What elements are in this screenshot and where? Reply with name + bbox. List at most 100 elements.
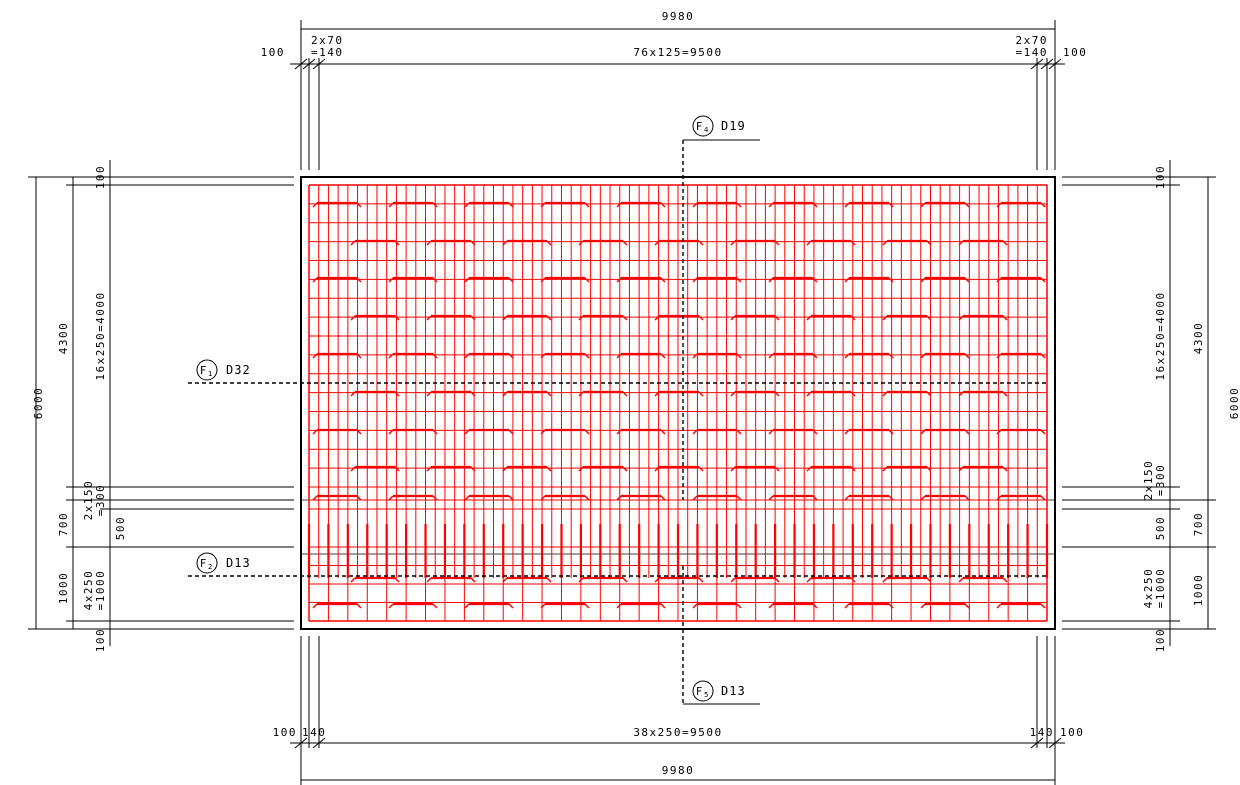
rebar-hook-end bbox=[584, 277, 590, 283]
dim-bottom-left-140: 140 bbox=[302, 726, 326, 739]
rebar-hook-end bbox=[806, 240, 812, 246]
rebar-hook-end bbox=[844, 353, 850, 359]
rebar-hook-end bbox=[426, 466, 432, 472]
rebar-hook-end bbox=[1040, 603, 1046, 609]
rebar-hook-end bbox=[730, 466, 736, 472]
rebar-hook-end bbox=[882, 391, 888, 397]
rebar-hook-end bbox=[736, 202, 742, 208]
rebar-hook-end bbox=[692, 495, 698, 501]
rebar-hook-end bbox=[888, 353, 894, 359]
svg-text:D32: D32 bbox=[226, 363, 251, 377]
rebar-hook-end bbox=[736, 495, 742, 501]
rebar-hook-end bbox=[958, 240, 964, 246]
rebar-hook-end bbox=[768, 277, 774, 283]
rebar-hook-end bbox=[546, 315, 552, 321]
rebar-hook-end bbox=[350, 391, 356, 397]
rebar-hook-end bbox=[312, 603, 318, 609]
rebar-hook-end bbox=[768, 202, 774, 208]
rebar-hook-end bbox=[996, 353, 1002, 359]
rebar-hook-end bbox=[692, 353, 698, 359]
rebar-hook-end bbox=[394, 466, 400, 472]
rebar-hook-end bbox=[660, 429, 666, 435]
rebar-hook-end bbox=[730, 577, 736, 583]
top-dimensions: 9980 100 2x70 =140 76x125=9500 2x70 =140… bbox=[261, 10, 1086, 170]
rebar-hook-end bbox=[508, 603, 514, 609]
rebar-hook-end bbox=[388, 277, 394, 283]
rebar-hook-end bbox=[540, 353, 546, 359]
rebar-hook-end bbox=[584, 429, 590, 435]
rebar-hook-end bbox=[546, 577, 552, 583]
dim-right-700: 700 bbox=[1192, 512, 1205, 536]
rebar-hook-end bbox=[730, 240, 736, 246]
rebar-hook-end bbox=[432, 277, 438, 283]
rebar-hook-end bbox=[616, 495, 622, 501]
right-dimensions: 100 16x250=4000 4300 6000 2x150 =300 500… bbox=[1062, 160, 1240, 652]
rebar-hook-end bbox=[394, 240, 400, 246]
dim-top-left-end: 100 bbox=[261, 46, 285, 59]
dim-top-overall: 9980 bbox=[662, 10, 695, 23]
svg-text:F: F bbox=[696, 120, 702, 133]
rebar-hook-end bbox=[850, 315, 856, 321]
rebar-hook-end bbox=[388, 495, 394, 501]
rebar-hook-end bbox=[356, 277, 362, 283]
rebar-hook-end bbox=[350, 577, 356, 583]
rebar-hook-end bbox=[660, 277, 666, 283]
rebar-hook-end bbox=[312, 353, 318, 359]
rebar-hook-end bbox=[812, 603, 818, 609]
rebar-hook-end bbox=[692, 603, 698, 609]
rebar-hook-end bbox=[394, 391, 400, 397]
rebar-hook-end bbox=[730, 391, 736, 397]
dim-left-4x250-a: 4x250 bbox=[82, 570, 95, 611]
rebar-hook-end bbox=[578, 577, 584, 583]
dim-left-16x250: 16x250=4000 bbox=[94, 291, 107, 380]
rebar-hook-end bbox=[426, 577, 432, 583]
rebar-hook-end bbox=[920, 202, 926, 208]
rebar-hook-end bbox=[812, 429, 818, 435]
rebar-hook-end bbox=[432, 353, 438, 359]
rebar-hook-end bbox=[806, 315, 812, 321]
rebar-hook-end bbox=[844, 603, 850, 609]
rebar-hook-end bbox=[578, 315, 584, 321]
rebar-hook-end bbox=[996, 603, 1002, 609]
rebar-hook-end bbox=[388, 603, 394, 609]
svg-text:D13: D13 bbox=[226, 556, 251, 570]
rebar-hook-end bbox=[546, 240, 552, 246]
rebar-hook-end bbox=[882, 466, 888, 472]
dim-right-top-100: 100 bbox=[1154, 165, 1167, 189]
rebar-hook-end bbox=[508, 429, 514, 435]
svg-text:2: 2 bbox=[208, 563, 212, 571]
rebar-hook-end bbox=[888, 202, 894, 208]
svg-text:D19: D19 bbox=[721, 119, 746, 133]
rebar-hook-end bbox=[508, 495, 514, 501]
rebar-hook-end bbox=[1040, 429, 1046, 435]
rebar-hook-end bbox=[964, 429, 970, 435]
rebar-hook-end bbox=[698, 466, 704, 472]
rebar-hook-end bbox=[1040, 353, 1046, 359]
rebar-hook-end bbox=[356, 202, 362, 208]
rebar-hook-end bbox=[502, 391, 508, 397]
dim-left-700: 700 bbox=[57, 512, 70, 536]
dim-left-1000: 1000 bbox=[57, 572, 70, 605]
dim-left-2x150-b: =300 bbox=[94, 484, 107, 517]
rebar-hook-end bbox=[356, 495, 362, 501]
dim-right-bottom-100: 100 bbox=[1154, 628, 1167, 652]
rebar-hook-end bbox=[388, 429, 394, 435]
dim-top-left-pair-a: 2x70 bbox=[311, 34, 344, 47]
rebar-hook-end bbox=[996, 277, 1002, 283]
dim-top-right-pair-b: =140 bbox=[1016, 46, 1049, 59]
slab-outline bbox=[300, 176, 1056, 630]
rebar-hook-end bbox=[508, 353, 514, 359]
rebar-hook-end bbox=[850, 577, 856, 583]
rebar-hook-end bbox=[806, 391, 812, 397]
rebar-hook-end bbox=[964, 353, 970, 359]
rebar-hook-end bbox=[698, 240, 704, 246]
rebar-hook-end bbox=[768, 353, 774, 359]
rebar-hook-end bbox=[844, 495, 850, 501]
rebar-hook-end bbox=[926, 391, 932, 397]
rebar-hook-end bbox=[958, 466, 964, 472]
rebar-hook-end bbox=[996, 202, 1002, 208]
rebar-hook-end bbox=[350, 466, 356, 472]
rebar-hook-end bbox=[774, 391, 780, 397]
rebar-hook-end bbox=[426, 240, 432, 246]
rebar-hook-end bbox=[540, 202, 546, 208]
